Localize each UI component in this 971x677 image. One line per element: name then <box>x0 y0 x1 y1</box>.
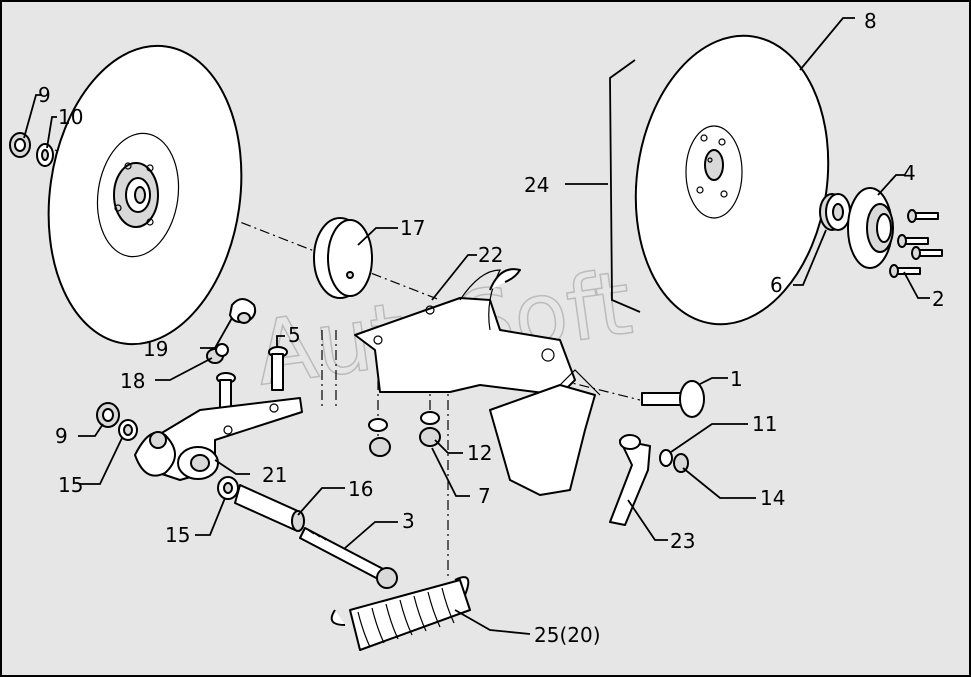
nut-14 <box>673 453 689 473</box>
callout-14: 14 <box>760 486 785 510</box>
bushing-15-lower <box>217 476 239 500</box>
bearing-6 <box>819 193 851 231</box>
callout-6: 6 <box>770 273 783 297</box>
washer-11 <box>659 449 673 467</box>
callout-1: 1 <box>730 367 743 391</box>
callout-21: 21 <box>262 463 287 487</box>
carriage-bolt-1 <box>641 380 705 418</box>
callout-9-top: 9 <box>38 83 51 107</box>
lever-23 <box>609 434 651 526</box>
callout-17: 17 <box>400 216 425 240</box>
callout-5: 5 <box>288 323 301 347</box>
callout-22: 22 <box>478 243 503 267</box>
scraper-blade <box>489 369 601 496</box>
callout-25-20: 25(20) <box>534 623 601 647</box>
hub-cap-17 <box>313 217 373 299</box>
callout-3: 3 <box>402 509 415 533</box>
bolt-5 <box>268 346 288 391</box>
hub-flange-4 <box>847 187 894 269</box>
nut-9-lower <box>96 402 120 428</box>
right-disc <box>634 34 830 326</box>
long-bolt-3 <box>299 527 398 589</box>
disc-assembly-bracket <box>609 59 641 313</box>
callout-16: 16 <box>348 477 373 501</box>
leader-lines <box>23 17 930 635</box>
callout-18: 18 <box>120 369 145 393</box>
left-disc <box>47 44 243 346</box>
callout-11: 11 <box>752 412 777 436</box>
bushing-15-upper <box>118 419 138 441</box>
callout-7: 7 <box>478 484 491 508</box>
washer-10 <box>36 143 54 167</box>
nut-9-top <box>9 132 31 158</box>
callout-19: 19 <box>143 337 168 361</box>
grease-nipple-18 <box>206 343 229 364</box>
callout-15-upper: 15 <box>58 473 83 497</box>
callout-23: 23 <box>670 529 695 553</box>
bolts-2 <box>889 209 943 278</box>
washer-nut-12 <box>368 411 441 457</box>
callout-9-lower: 9 <box>55 424 68 448</box>
callout-15-lower: 15 <box>165 523 190 547</box>
callout-8: 8 <box>864 9 877 33</box>
callout-4: 4 <box>903 161 916 185</box>
callout-10: 10 <box>58 105 83 129</box>
spring-25 <box>330 576 471 651</box>
arm-21 <box>134 397 303 481</box>
callout-24: 24 <box>524 173 549 197</box>
grease-cap-19 <box>229 298 257 324</box>
callout-2: 2 <box>932 287 945 311</box>
callout-12: 12 <box>467 441 492 465</box>
sleeve-16 <box>234 484 305 532</box>
